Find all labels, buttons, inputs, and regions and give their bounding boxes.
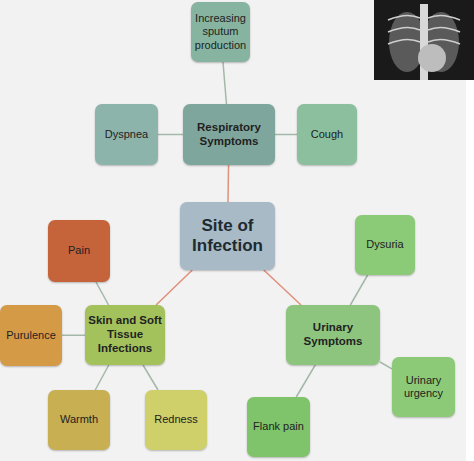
category-box: Skin and Soft Tissue Infections	[85, 305, 165, 365]
category-box: Urinary Symptoms	[286, 305, 380, 365]
node-label: Cough	[311, 128, 343, 141]
node-label: Purulence	[6, 329, 56, 342]
symptom-box: Pain	[48, 220, 110, 282]
symptom-box: Increasing sputum production	[191, 2, 250, 62]
connector-line	[380, 362, 392, 369]
symptom-box: Purulence	[0, 305, 62, 366]
connector-line	[264, 270, 301, 305]
chest-xray	[374, 0, 474, 80]
symptom-box: Cough	[297, 104, 357, 165]
hub-box: Site of Infection	[180, 202, 275, 270]
heart	[418, 44, 446, 72]
connector-line	[275, 134, 297, 136]
connector-line	[95, 365, 109, 390]
connector-line	[62, 334, 85, 336]
symptom-box: Warmth	[48, 390, 110, 450]
connector-line	[227, 165, 229, 202]
node-label: Flank pain	[253, 420, 304, 433]
connector-line	[158, 134, 183, 136]
node-label: Respiratory Symptoms	[186, 121, 272, 149]
xray-film	[374, 0, 474, 80]
node-label: Increasing sputum production	[194, 12, 247, 52]
ribs	[388, 15, 460, 44]
symptom-box: Urinary urgency	[392, 357, 455, 417]
connector-line	[223, 62, 226, 104]
symptom-box: Dyspnea	[95, 104, 158, 165]
symptom-box: Flank pain	[247, 397, 310, 457]
node-label: Skin and Soft Tissue Infections	[88, 314, 162, 355]
connector-line	[156, 270, 192, 305]
node-label: Warmth	[60, 413, 98, 426]
node-label: Urinary Symptoms	[289, 321, 377, 349]
connector-line	[296, 365, 315, 397]
category-box: Respiratory Symptoms	[183, 104, 275, 165]
node-label: Dyspnea	[105, 128, 148, 141]
node-label: Redness	[154, 413, 197, 426]
node-label: Dysuria	[366, 238, 403, 251]
connector-line	[350, 275, 367, 305]
connector-line	[143, 365, 158, 390]
node-label: Site of Infection	[183, 216, 272, 257]
symptom-box: Dysuria	[355, 215, 415, 275]
connector-line	[96, 282, 109, 305]
node-label: Urinary urgency	[395, 374, 452, 400]
symptom-box: Redness	[145, 390, 207, 450]
node-label: Pain	[68, 244, 90, 257]
